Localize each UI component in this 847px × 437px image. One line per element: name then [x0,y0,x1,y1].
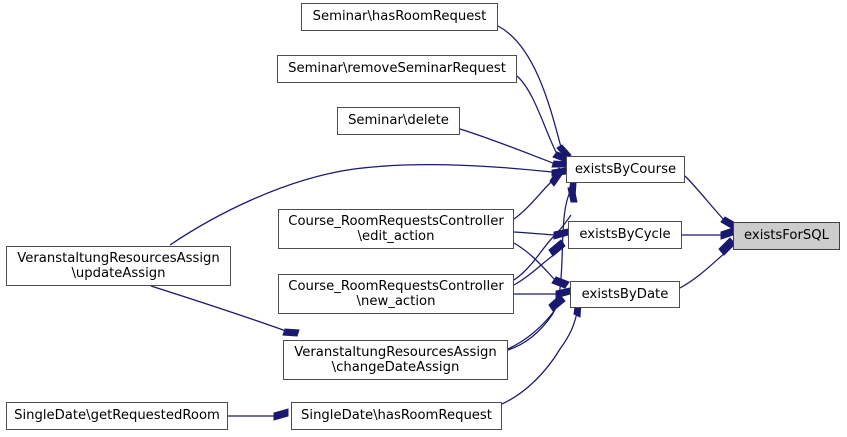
graph-edge-seminar_hasRoomRequest-to-existsByCourse [497,25,572,159]
graph-edge-existsByDate-to-existsForSQL [679,237,736,289]
graph-node-veranstaltung_changeDate[interactable]: VeranstaltungResourcesAssign \changeDate… [283,340,508,380]
graph-edge-existsByCourse-to-existsForSQL [684,175,738,230]
graph-edge-existsByCycle-to-existsForSQL [682,227,734,240]
graph-node-singledate_getRequestedRoom[interactable]: SingleDate\getRequestedRoom [6,402,228,430]
graph-node-existsByCourse[interactable]: existsByCourse [566,156,685,183]
graph-node-course_new_action[interactable]: Course_RoomRequestsController \new_actio… [278,274,514,314]
arrowhead-icon [720,227,734,240]
graph-node-seminar_delete[interactable]: Seminar\delete [337,107,460,135]
graph-node-veranstaltung_updateAssign[interactable]: VeranstaltungResourcesAssign \updateAssi… [6,246,231,286]
graph-edge-course_edit_action-to-existsByCourse [513,167,564,220]
graph-node-seminar_removeSeminarRequest[interactable]: Seminar\removeSeminarRequest [277,55,517,83]
graph-edge-veranstaltung_updateAssign-to-veranstaltung_changeDate [150,285,300,337]
graph-edge-veranstaltung_changeDate-to-existsByDate [507,294,566,350]
arrowhead-icon [282,328,300,337]
graph-node-seminar_hasRoomRequest[interactable]: Seminar\hasRoomRequest [301,3,498,31]
arrowhead-icon [548,294,566,312]
arrowhead-icon [549,167,564,187]
arrowhead-icon [273,408,289,421]
graph-node-existsForSQL[interactable]: existsForSQL [733,222,840,250]
graph-node-course_edit_action[interactable]: Course_RoomRequestsController \edit_acti… [278,209,514,249]
graph-edge-singledate_getRequestedRoom-to-singledate_hasRoomRequest [227,408,289,421]
graph-node-existsByCycle[interactable]: existsByCycle [568,221,682,249]
arrowhead-icon [718,237,736,256]
graph-edge-singledate_hasRoomRequest-to-existsByDate [501,300,582,405]
graph-node-existsByDate[interactable]: existsByDate [570,281,680,308]
graph-edge-seminar_delete-to-existsByCourse [459,128,569,168]
graph-node-singledate_hasRoomRequest[interactable]: SingleDate\hasRoomRequest [291,402,502,430]
